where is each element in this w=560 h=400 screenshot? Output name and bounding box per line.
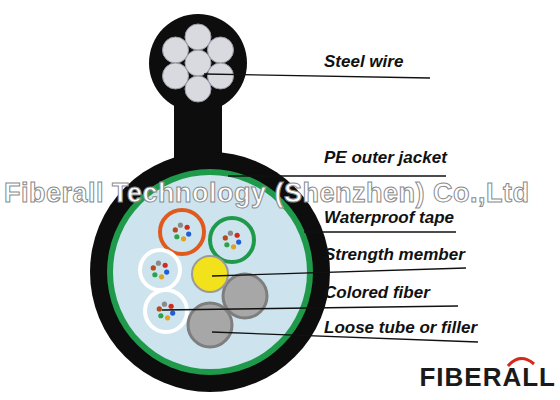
part-label: Colored fiber xyxy=(324,283,430,303)
loose-tubes xyxy=(140,210,267,347)
brand-logo: FIBERALL xyxy=(419,362,556,393)
colored-fibers xyxy=(151,223,242,321)
part-label: Loose tube or filler xyxy=(324,318,477,338)
watermark: Fiberall Technology (Shenzhen) Co.,Ltd xyxy=(4,177,530,209)
part-label: PE outer jacket xyxy=(324,148,447,168)
steel-strands xyxy=(163,24,234,102)
messenger-jacket xyxy=(149,14,247,112)
part-label: Waterproof tape xyxy=(324,208,454,228)
strength-member xyxy=(192,256,228,292)
part-label: Strength member xyxy=(324,245,465,265)
part-label: Steel wire xyxy=(324,52,403,72)
